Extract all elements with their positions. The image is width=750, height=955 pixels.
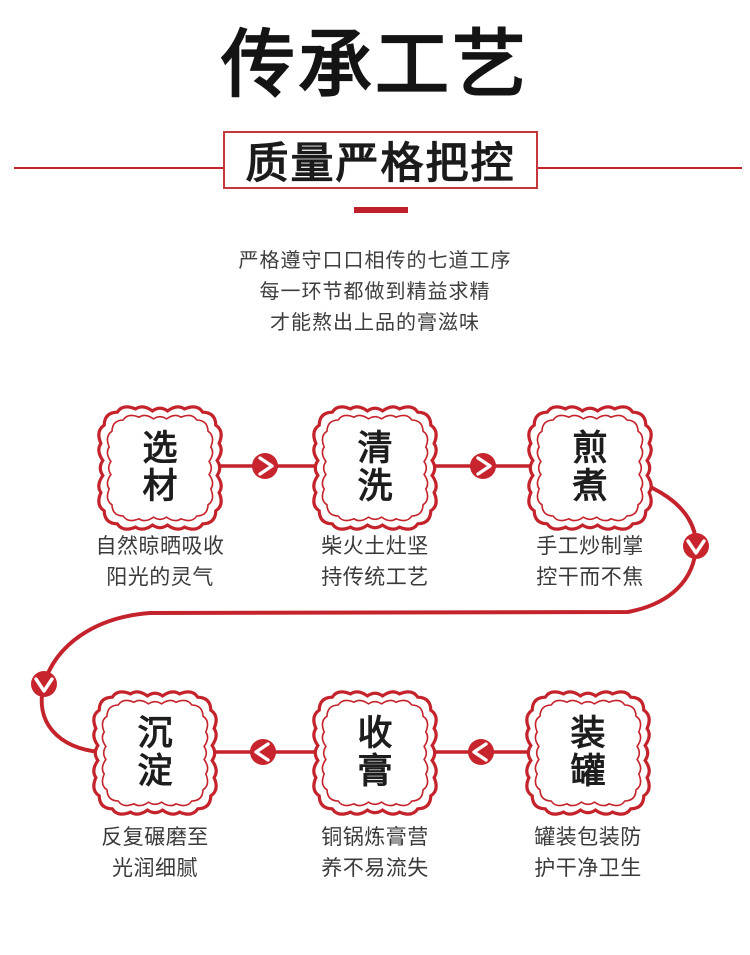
arrow-down-icon: [31, 671, 57, 697]
page-title: 传承工艺: [221, 25, 529, 107]
process-step-badge-zhuangguan: 装罐: [513, 678, 663, 828]
step-caption: 罐装包装防 护干净卫生: [488, 822, 688, 884]
caption-line: 光润细腻: [112, 857, 198, 880]
caption-line: 反复碾磨至: [101, 826, 209, 849]
step-caption: 手工炒制掌 控干而不焦: [490, 531, 690, 593]
arrow-left-icon: [250, 739, 276, 765]
caption-line: 持传统工艺: [321, 566, 429, 589]
caption-line: 铜锅炼膏营: [321, 826, 429, 849]
process-step-label: 选材: [142, 428, 178, 506]
intro-line: 才能熬出上品的膏滋味: [270, 312, 480, 334]
caption-line: 养不易流失: [321, 857, 429, 880]
process-step-label: 沉淀: [137, 713, 173, 791]
process-step-label: 收膏: [357, 713, 393, 791]
intro-paragraph: 严格遵守口口相传的七道工序 每一环节都做到精益求精 才能熬出上品的膏滋味: [0, 246, 750, 339]
caption-line: 阳光的灵气: [106, 566, 214, 589]
process-step-badge-shougao: 收膏: [300, 678, 450, 828]
subtitle-right-rule: [538, 167, 742, 169]
arrow-left-icon: [468, 739, 494, 765]
caption-line: 护干净卫生: [534, 857, 642, 880]
step-caption: 柴火土灶坚 持传统工艺: [275, 531, 475, 593]
arrow-right-icon: [252, 453, 278, 479]
process-step-badge-qingxi: 清洗: [300, 393, 450, 543]
process-step-badge-jianzhu: 煎煮: [515, 393, 665, 543]
caption-line: 自然晾晒吸收: [95, 535, 225, 558]
caption-line: 控干而不焦: [536, 566, 644, 589]
caption-line: 手工炒制掌: [536, 535, 644, 558]
process-step-label: 装罐: [570, 713, 606, 791]
caption-line: 柴火土灶坚: [321, 535, 429, 558]
process-step-label: 清洗: [357, 428, 393, 506]
process-step-badge-chendian: 沉淀: [80, 678, 230, 828]
subtitle-left-rule: [14, 167, 223, 169]
arrow-right-icon: [470, 453, 496, 479]
subtitle-text: 质量严格把控: [245, 141, 516, 188]
caption-line: 罐装包装防: [534, 826, 642, 849]
subtitle-box: 质量严格把控: [223, 131, 538, 189]
intro-line: 每一环节都做到精益求精: [259, 281, 491, 303]
decorative-dash: [354, 207, 408, 213]
step-caption: 自然晾晒吸收 阳光的灵气: [60, 531, 260, 593]
intro-line: 严格遵守口口相传的七道工序: [238, 250, 512, 272]
step-caption: 反复碾磨至 光润细腻: [55, 822, 255, 884]
process-step-badge-xuancai: 选材: [85, 393, 235, 543]
step-caption: 铜锅炼膏营 养不易流失: [275, 822, 475, 884]
process-step-label: 煎煮: [572, 428, 608, 506]
